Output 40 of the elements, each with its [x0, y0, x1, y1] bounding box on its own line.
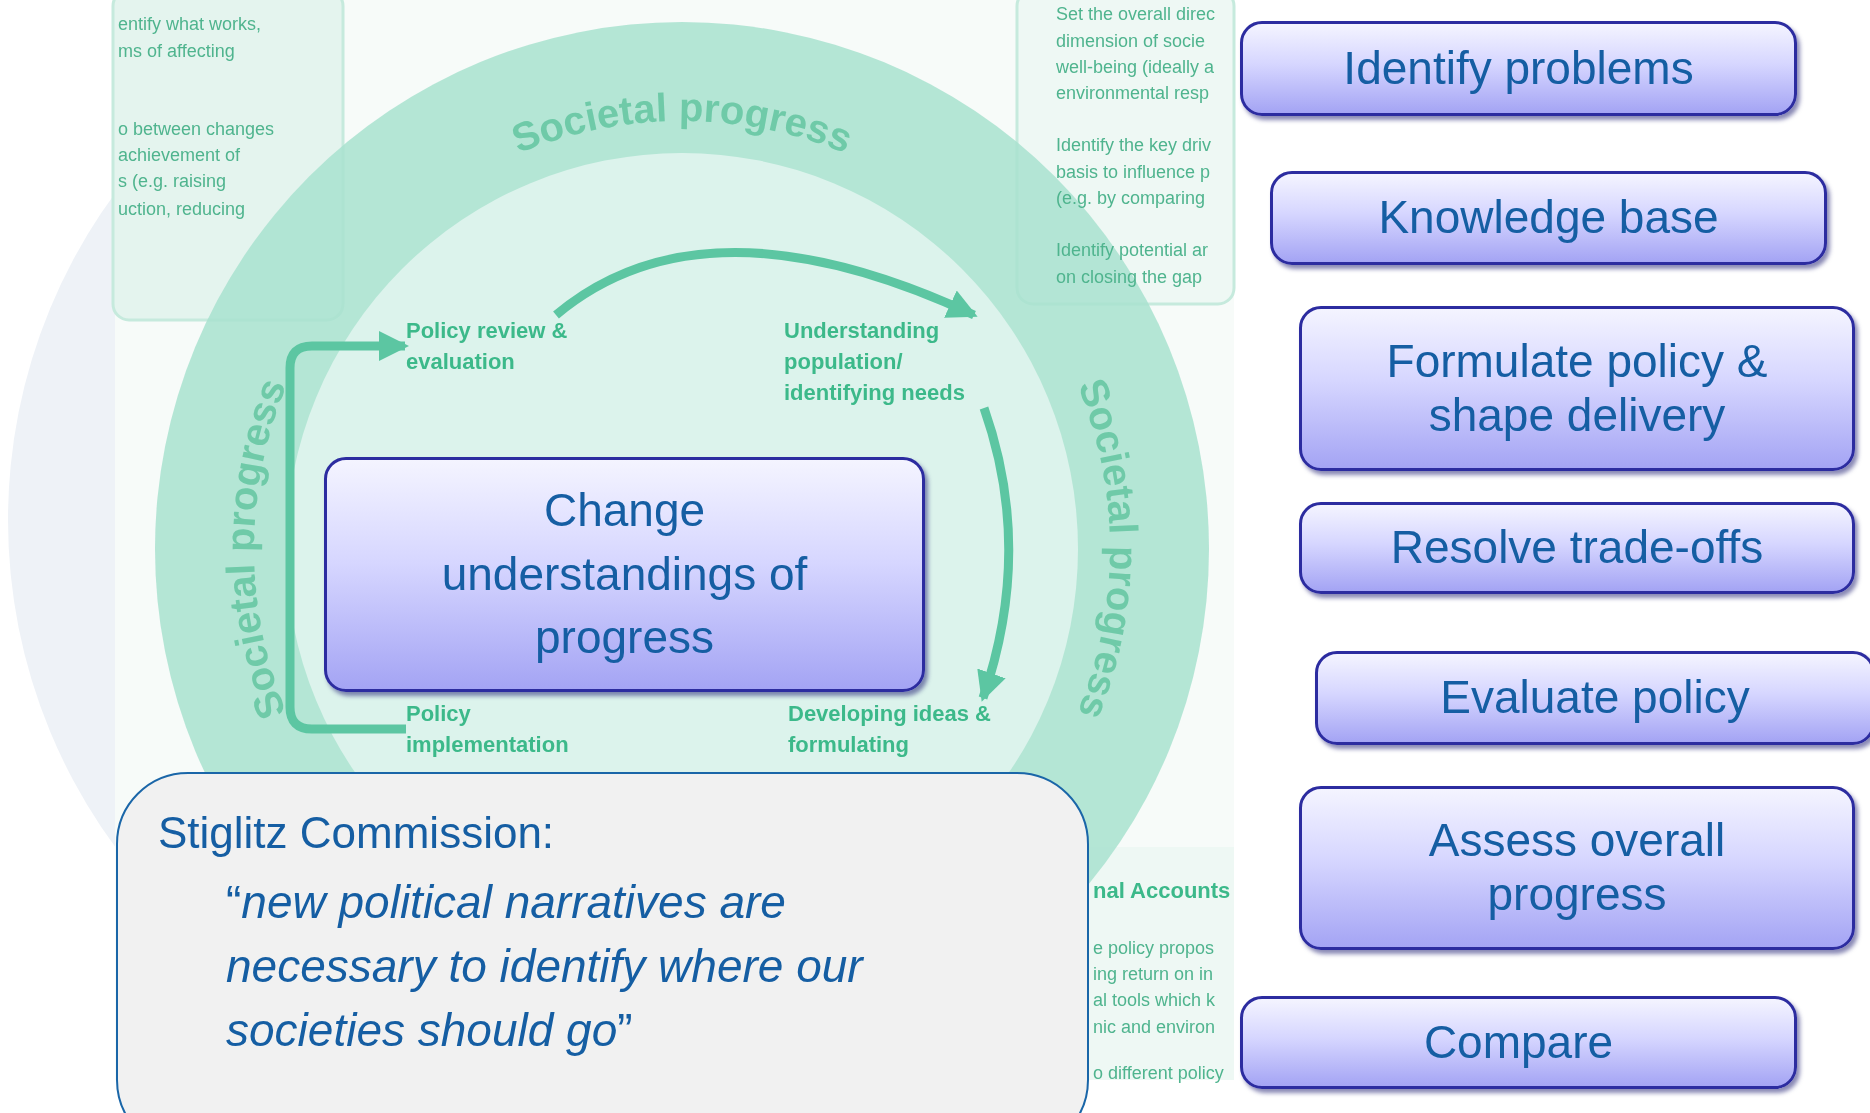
stage-label: Policy review & evaluation	[406, 315, 596, 377]
faded-text: dimension of socie	[1056, 30, 1206, 52]
ring-label: Societal progress	[505, 84, 859, 161]
faded-text: basis to influence p	[1056, 161, 1211, 183]
rounded-label-button: Formulate policy & shape delivery	[1299, 306, 1855, 471]
cycle-arrow	[976, 406, 1014, 702]
faded-text: well-being (ideally a	[1056, 56, 1215, 78]
faded-text: environmental resp	[1056, 82, 1210, 104]
rounded-label-button: Change understandings of progress	[324, 457, 925, 692]
faded-text: o between changes	[118, 118, 275, 140]
faded-text: al tools which k	[1093, 989, 1216, 1011]
rounded-label-button: Knowledge base	[1270, 171, 1827, 265]
rounded-label-button: Resolve trade-offs	[1299, 502, 1855, 594]
faded-text: entify what works,	[118, 13, 262, 35]
faded-text: e policy propos	[1093, 937, 1215, 959]
cycle-arrow	[285, 331, 409, 734]
faded-text: Identify potential ar	[1056, 239, 1209, 261]
faded-text: nal Accounts	[1093, 880, 1231, 902]
rounded-label-button: Compare	[1240, 996, 1797, 1089]
rounded-label-button: Assess overall progress	[1299, 786, 1855, 950]
faded-text: uction, reducing	[118, 198, 246, 220]
stage-label: Understanding population/ identifying needs	[784, 315, 1004, 408]
quote-text: “new political narratives are necessary to identify where our societies should go”	[226, 875, 865, 1058]
rounded-label-button: Identify problems	[1240, 21, 1797, 116]
faded-text: nic and environ	[1093, 1016, 1216, 1038]
faded-text: achievement of	[118, 144, 241, 166]
cycle-arrow	[553, 248, 978, 320]
faded-text: ing return on in	[1093, 963, 1214, 985]
faded-text: o different policy	[1093, 1062, 1224, 1084]
faded-text: on closing the gap	[1056, 266, 1203, 288]
faded-text: Set the overall direc	[1056, 3, 1216, 25]
rounded-label-button: Evaluate policy	[1315, 651, 1870, 745]
stage-label: Policy implementation	[406, 698, 606, 760]
quote-panel	[116, 772, 1089, 1113]
quote-heading: Stiglitz Commission:	[158, 808, 555, 858]
faded-text: ms of affecting	[118, 40, 235, 62]
faded-text: s (e.g. raising	[118, 170, 227, 192]
stage-label: Developing ideas & formulating	[788, 698, 1003, 760]
faded-text: (e.g. by comparing	[1056, 187, 1206, 209]
faded-text: Identify the key driv	[1056, 134, 1212, 156]
